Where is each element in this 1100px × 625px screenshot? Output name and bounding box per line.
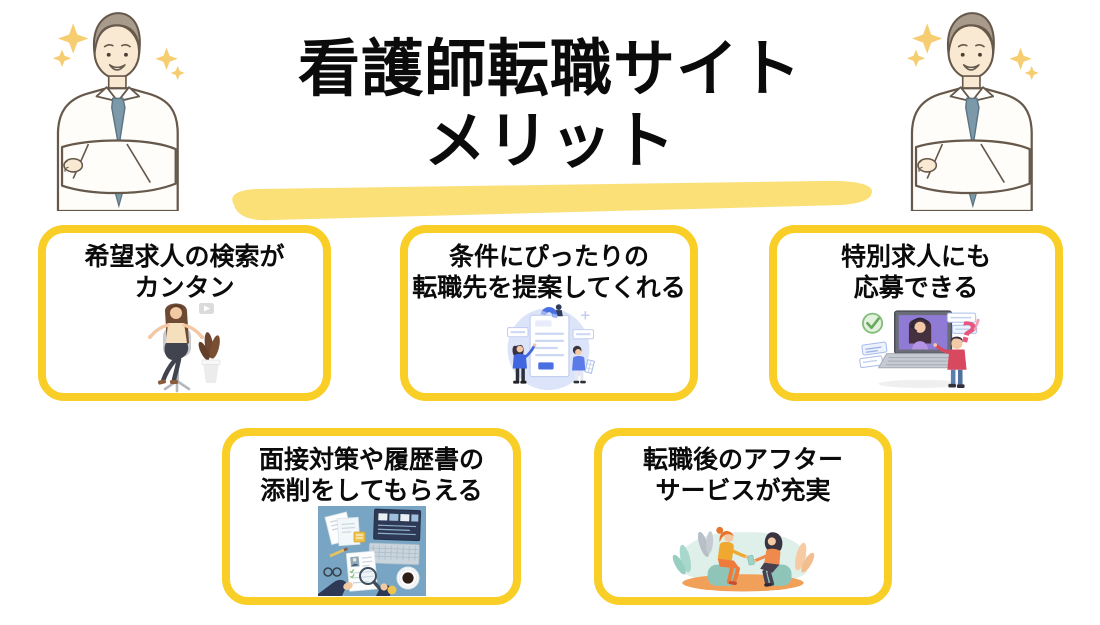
sparkle-icon [911,23,943,54]
page-title-line2: メリット [423,107,676,176]
card-illustration-wrap [408,304,690,393]
necktie [965,97,980,148]
card-label-line2: サービスが充実 [655,477,831,505]
merit-card-job-proposal: 条件にぴったりの 転職先を提案してくれる [400,225,698,401]
card-label: 特別求人にも 応募できる [841,242,991,304]
card-label: 転職後のアフター サービスが充実 [643,445,843,507]
svg-text:!: ! [970,314,982,334]
card-label-line1: 条件にぴったりの [448,243,649,271]
page-title: 看護師転職サイト メリット [0,34,1100,178]
sparkle-icon [57,23,89,54]
card-label-line1: 特別求人にも [840,243,991,271]
resume-review-desk-illustration [317,505,426,596]
merit-card-easy-search: 希望求人の検索が カンタン [38,225,331,401]
document-magnet-people-illustration [507,304,595,390]
card-label-line2: 転職先を提案してくれる [412,274,686,302]
card-label: 条件にぴったりの 転職先を提案してくれる [412,242,686,304]
card-illustration-wrap [602,507,884,597]
card-illustration-wrap: ? ! [777,304,1055,393]
card-label-line2: 添削をしてもらえる [260,477,483,505]
businessman-arms-crossed-right-illustration [906,12,1039,211]
card-label-line1: 希望求人の検索が [84,243,285,271]
card-label-line1: 転職後のアフター [642,446,843,474]
merit-card-after-service: 転職後のアフター サービスが充実 [594,428,892,605]
businessman-arms-crossed-left-illustration [52,12,185,211]
laptop-video-call-illustration: ? ! [859,309,982,388]
card-label-line2: カンタン [134,274,235,302]
card-label: 面接対策や履歴書の 添削をしてもらえる [259,445,484,507]
necktie [111,97,126,148]
card-label-line1: 面接対策や履歴書の [258,446,484,474]
woman-on-chair-illustration [147,303,220,393]
card-label-line2: 応募できる [853,274,979,302]
title-highlight-brush [232,180,873,221]
card-illustration-wrap [230,505,513,597]
merit-card-special-jobs: 特別求人にも 応募できる [769,225,1063,401]
page-title-line1: 看護師転職サイト [297,35,802,104]
two-people-talking-illustration [672,526,815,591]
card-label: 希望求人の検索が カンタン [84,242,284,304]
merit-card-resume-review: 面接対策や履歴書の 添削をしてもらえる [222,428,521,605]
card-illustration-wrap [46,303,323,393]
